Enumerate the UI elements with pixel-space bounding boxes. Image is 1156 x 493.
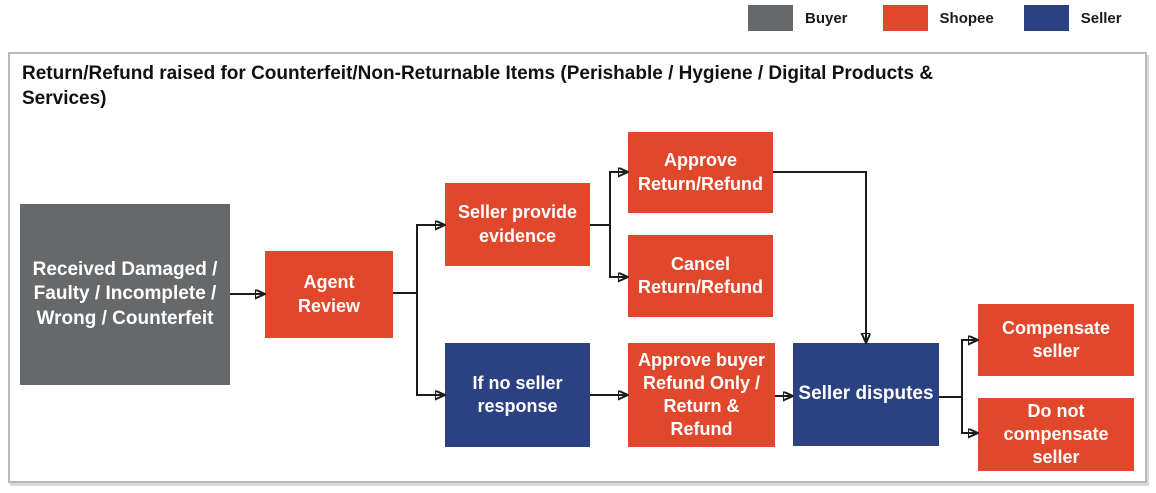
legend-item-shopee: Shopee bbox=[882, 5, 994, 31]
node-received-damaged: Received Damaged / Faulty / Incomplete /… bbox=[20, 204, 230, 385]
node-seller-provide-evidence: Seller provide evidence bbox=[445, 183, 590, 266]
diagram-title: Return/Refund raised for Counterfeit/Non… bbox=[22, 62, 1132, 111]
diagram-title-line2: Services) bbox=[22, 87, 107, 109]
legend-item-seller: Seller bbox=[1023, 5, 1122, 31]
legend: Buyer Shopee Seller bbox=[748, 5, 1122, 31]
buyer-color-swatch bbox=[748, 5, 793, 31]
legend-label-seller: Seller bbox=[1080, 9, 1122, 27]
node-compensate-seller: Compensate seller bbox=[978, 304, 1134, 376]
legend-label-buyer: Buyer bbox=[805, 9, 848, 27]
node-agent-review: Agent Review bbox=[265, 251, 393, 338]
node-do-not-compensate-seller: Do not compensate seller bbox=[978, 398, 1134, 471]
shopee-color-swatch bbox=[882, 5, 928, 31]
node-approve-return-refund: Approve Return/Refund bbox=[628, 132, 773, 213]
diagram-title-line1: Return/Refund raised for Counterfeit/Non… bbox=[22, 63, 934, 84]
seller-color-swatch bbox=[1023, 5, 1069, 31]
legend-label-shopee: Shopee bbox=[939, 9, 994, 27]
node-seller-disputes: Seller disputes bbox=[793, 343, 939, 446]
legend-item-buyer: Buyer bbox=[748, 5, 848, 31]
node-if-no-seller-response: If no seller response bbox=[445, 343, 590, 447]
node-approve-buyer-refund: Approve buyer Refund Only / Return & Ref… bbox=[628, 343, 775, 447]
node-cancel-return-refund: Cancel Return/Refund bbox=[628, 235, 773, 317]
